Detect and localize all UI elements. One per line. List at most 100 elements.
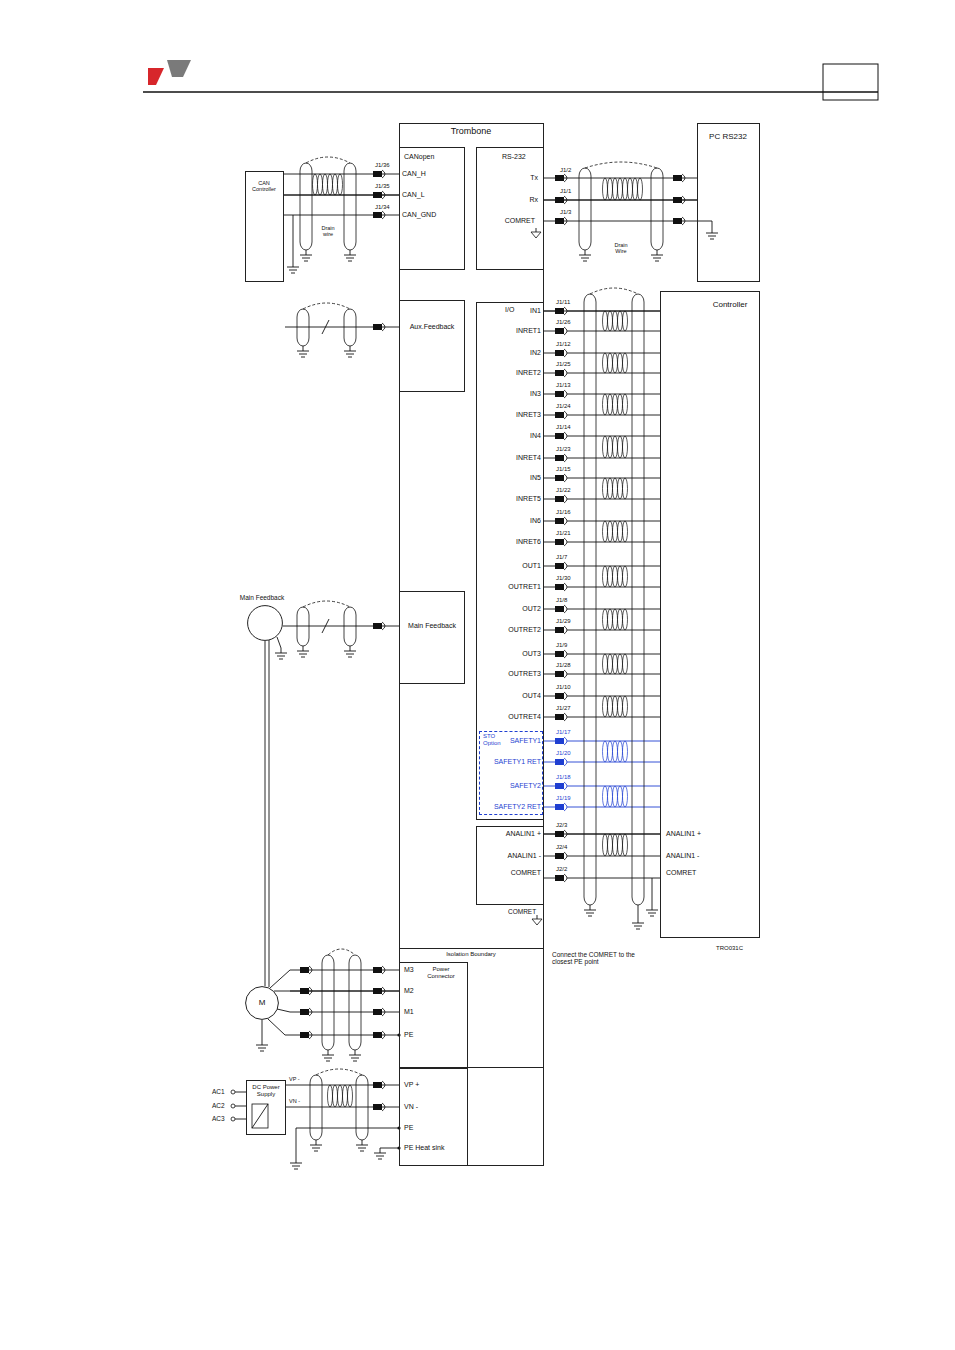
twisted-pair [603,436,608,458]
text-holder: INRET3 [516,411,541,419]
twisted-pair [613,478,618,499]
isolation-box: Power ConnectorM3M2M1PEIsolation Boundar… [399,948,544,1068]
connector-pin [382,211,385,219]
connector-pin [682,174,685,182]
wire-line [588,916,592,917]
wire-line [544,542,555,543]
box-label: SAFETY1 [510,737,541,744]
box-label: Tx [530,174,538,181]
wire-line [712,228,713,233]
wire-line [652,878,653,905]
port-box: VP +VN -PEPE Heat sink [399,1068,468,1166]
pin-number: J1/26 [556,319,571,325]
box-label: ANALIN1 - [666,852,699,859]
wire-line [360,1151,364,1152]
twisted-pair [623,741,628,762]
wire-line [585,250,586,255]
connector-pin [555,875,564,881]
box-label: Aux.Feedback [410,323,455,330]
pin-number: J1/34 [375,204,390,210]
wire-line [544,200,697,201]
text-holder: INRET6 [516,538,541,546]
twisted-pair [623,521,628,542]
box-label: IN5 [530,474,541,481]
wire-line [636,929,640,930]
text-holder: CAN_H [402,170,426,178]
twisted-pair [338,1085,343,1107]
wire-line [567,499,660,500]
pin-number: J1/1 [560,188,571,194]
wire-line [567,542,660,543]
wire-line [376,1156,384,1157]
wire-line [328,1050,329,1055]
wire-line [638,918,639,923]
text-holder: IN3 [530,390,541,398]
text-holder: J1/12 [556,341,571,348]
connector-pin [555,175,564,181]
twisted-pair [623,353,628,373]
port-box: Aux.Feedback [399,300,465,392]
wire-line [584,910,596,911]
wire-line [544,458,555,459]
wire-line [567,394,660,395]
twisted-pair [618,353,623,373]
text-holder: I/O [505,306,514,314]
twisted-pair [608,834,613,856]
terminal [231,1117,235,1121]
circle-outline [248,606,283,641]
box-label: VN - [404,1103,418,1110]
cable-shield [297,607,309,646]
wire-line [353,1061,357,1062]
text-holder: OUT2 [522,605,541,613]
twisted-pair [618,566,623,587]
connector-pin [555,738,564,744]
twisted-pair [623,786,628,807]
wire-line [567,373,660,374]
twisted-pair [613,654,618,674]
connector-pin [555,714,564,720]
text-holder: J1/1 [560,188,571,195]
wire-line [344,255,356,256]
wire-line [544,373,555,374]
box-label: SAFETY1 RET [494,758,541,765]
wire [284,195,399,196]
wire-line [567,478,660,479]
pc-box: PC RS232 [697,123,760,282]
connector-pin [564,803,567,811]
twisted-pair [623,311,628,331]
box-label: Controller [713,300,748,309]
wire-line [312,1148,320,1149]
pin-number: J1/21 [556,530,571,536]
twisted-pair [333,174,338,195]
text-holder: J1/10 [556,684,571,691]
cable-shield [300,163,312,250]
box-label: CAN_L [402,191,425,198]
text-holder: INRET1 [516,327,541,335]
text-holder: ANALIN1 - [508,852,541,860]
connector-pin [555,433,564,439]
connector-pin [555,804,564,810]
drain-wire [328,949,355,955]
connector-pin [564,517,567,525]
text-holder: COMRET [666,869,696,877]
connector-pin [555,218,564,224]
wire-line [590,905,591,910]
twisted-pair [603,478,608,499]
twisted-pair [313,174,318,195]
wire-line [708,236,716,237]
text-holder: INRET5 [516,495,541,503]
power-supply-box: DC Power Supply [246,1080,286,1135]
twisted-pair [618,436,623,458]
twisted-pair [623,478,628,499]
text-holder: J1/35 [375,183,390,190]
text-holder: Trombone [451,127,492,137]
port-box: Main Feedback [399,591,465,684]
box-label: CAN Controller [252,180,276,192]
connector-pin [673,218,682,224]
connector-pin [309,1008,312,1016]
connector-pin [555,563,564,569]
port-box: RS-232TxRxCOMRET [476,147,544,270]
cable-shield [651,168,663,250]
twisted-pair [613,609,618,630]
wire-line [583,261,587,262]
